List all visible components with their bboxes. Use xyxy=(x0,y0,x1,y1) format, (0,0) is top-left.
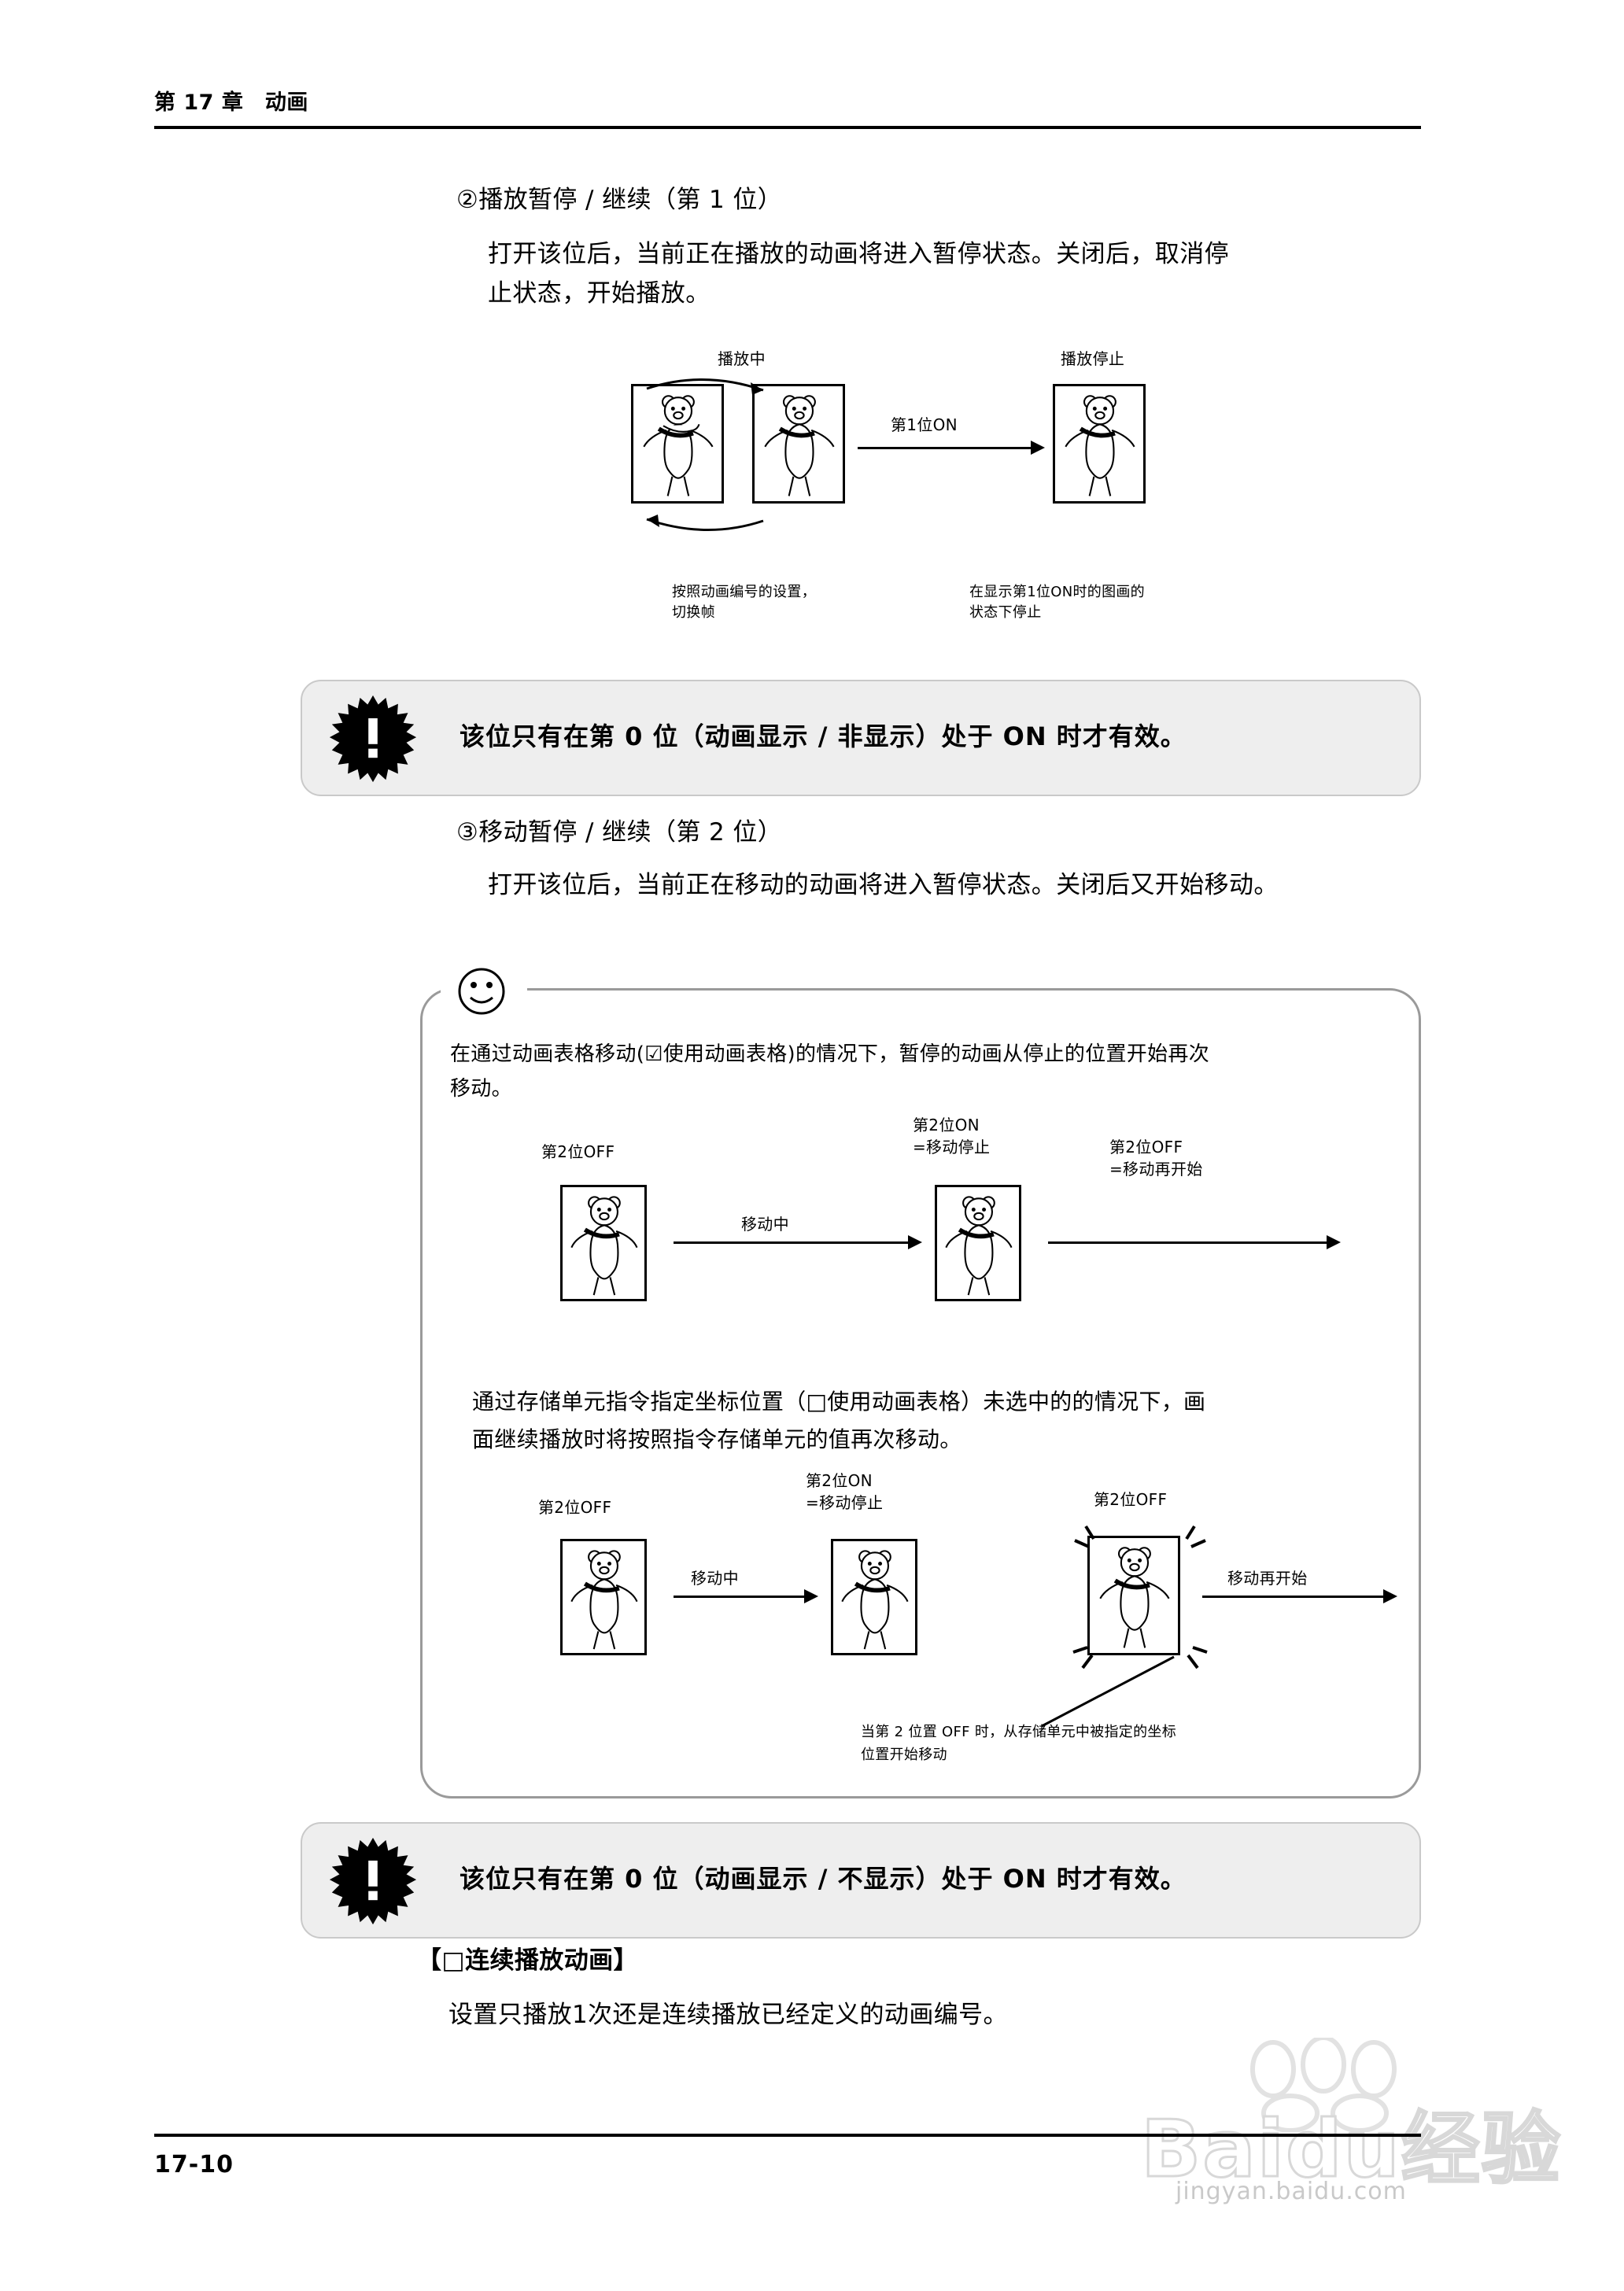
figure2-label-mid-line-2: =移动停止 xyxy=(913,1138,991,1157)
figure3-arrow-head-2 xyxy=(1383,1589,1397,1603)
figure3-label-mid-line-2: =移动停止 xyxy=(806,1493,884,1513)
watermark-sub-text: jingyan.baidu.com xyxy=(1176,2178,1407,2205)
tip-box-gap xyxy=(441,979,527,1002)
tip-paragraph-1: 在通过动画表格移动(☑使用动画表格)的情况下，暂停的动画从停止的位置开始再次 移… xyxy=(450,1037,1402,1106)
header-divider xyxy=(154,126,1421,129)
caution-1-text: 该位只有在第 0 位（动画显示 / 非显示）处于 ON 时才有效。 xyxy=(460,721,1187,751)
caution-box-1: 该位只有在第 0 位（动画显示 / 非显示）处于 ON 时才有效。 xyxy=(301,680,1421,796)
figure2-arrow-head-1 xyxy=(908,1235,922,1249)
tip-paragraph-2-line-1: 通过存储单元指令指定坐标位置（□使用动画表格）未选中的的情况下，画 xyxy=(472,1389,1206,1415)
watermark-main-text: Baidu经验 xyxy=(1140,2102,1562,2197)
figure2-label-mid: 第2位ON =移动停止 xyxy=(913,1114,990,1159)
figure3-spark-marks xyxy=(1072,1525,1208,1669)
figure3-label-mid: 第2位ON =移动停止 xyxy=(806,1470,883,1514)
bear-figure-icon xyxy=(945,1196,1013,1296)
smiley-face-icon xyxy=(458,968,505,1015)
figure3-leader-line xyxy=(1041,1655,1175,1728)
figure1-frame-3 xyxy=(1053,384,1146,504)
figure3-caption-line-1: 当第 2 位置 OFF 时，从存储单元中被指定的坐标 xyxy=(861,1724,1177,1740)
figure3-arrow-label-1: 移动中 xyxy=(691,1569,739,1588)
figure1-arrow-label: 第1位ON xyxy=(891,415,958,434)
figure2-arrow-label: 移动中 xyxy=(741,1215,789,1234)
figure3-label-left: 第2位OFF xyxy=(538,1498,612,1517)
figure1-caption-left-line-2: 切换帧 xyxy=(672,604,715,622)
bear-figure-icon xyxy=(643,395,714,496)
tip-paragraph-1-line-1: 在通过动画表格移动(☑使用动画表格)的情况下，暂停的动画从停止的位置开始再次 xyxy=(450,1042,1209,1066)
figure2-arrow-line-1 xyxy=(674,1241,910,1244)
figure1-caption-left: 按照动画编号的设置， 切换帧 xyxy=(672,582,816,623)
section-3-body: 打开该位后，当前正在移动的动画将进入暂停状态。关闭后又开始移动。 xyxy=(488,865,1432,905)
figure3-caption: 当第 2 位置 OFF 时，从存储单元中被指定的坐标 位置开始移动 xyxy=(861,1721,1176,1767)
figure3-arrow-label-2: 移动再开始 xyxy=(1227,1569,1308,1588)
section-4-body-line-1: 设置只播放1次还是连续播放已经定义的动画编号。 xyxy=(448,2001,1008,2029)
figure3-frame-2 xyxy=(831,1539,917,1655)
bear-figure-icon xyxy=(841,1550,909,1650)
bear-figure-icon xyxy=(1065,395,1135,496)
figure3-label-right: 第2位OFF xyxy=(1094,1490,1168,1509)
figure3-arrow-line-1 xyxy=(674,1596,806,1598)
figure-playback-pause: 播放中 播放停止 xyxy=(598,346,1275,653)
caution-2-text: 该位只有在第 0 位（动画显示 / 不显示）处于 ON 时才有效。 xyxy=(460,1864,1187,1894)
footer-divider xyxy=(154,2134,1421,2137)
section-2-heading: ②播放暂停 / 继续（第 1 位） xyxy=(456,186,783,214)
figure1-loop-arrows xyxy=(646,378,764,532)
figure3-arrow-head-1 xyxy=(804,1589,818,1603)
section-3-heading: ③移动暂停 / 继续（第 2 位） xyxy=(456,818,783,847)
figure3-caption-line-2: 位置开始移动 xyxy=(861,1746,947,1763)
page-header: 第 17 章 动画 xyxy=(154,85,1421,116)
bear-figure-icon xyxy=(764,395,835,496)
bear-figure-icon xyxy=(570,1550,638,1650)
chapter-title: 第 17 章 动画 xyxy=(154,90,308,115)
figure2-label-left: 第2位OFF xyxy=(541,1142,615,1161)
tip-box xyxy=(420,988,1421,1798)
figure-move-pause-table: 第2位OFF 第2位ON =移动停止 第2位OFF =移动再开始 xyxy=(519,1116,1385,1336)
tip-paragraph-2-line-2: 面继续播放时将按照指令存储单元的值再次移动。 xyxy=(472,1426,962,1453)
figure2-arrow-line-2 xyxy=(1048,1241,1328,1244)
figure1-arrow-line xyxy=(858,447,1032,449)
figure2-arrow-head-2 xyxy=(1327,1235,1341,1249)
baidu-rings-icon xyxy=(1250,2038,1397,2132)
figure3-frame-3 xyxy=(1087,1536,1180,1655)
bear-figure-icon xyxy=(1099,1547,1170,1648)
figure1-caption-right-line-2: 状态下停止 xyxy=(969,604,1042,622)
figure2-label-mid-line-1: 第2位ON xyxy=(913,1116,980,1134)
section-2-body: 打开该位后，当前正在播放的动画将进入暂停状态。关闭后，取消停 止状态，开始播放。 xyxy=(488,234,1424,313)
exclamation-burst-icon xyxy=(329,1837,417,1925)
caution-box-2: 该位只有在第 0 位（动画显示 / 不显示）处于 ON 时才有效。 xyxy=(301,1822,1421,1939)
figure-move-pause-memory: 第2位OFF 第2位ON =移动停止 第2位OFF xyxy=(519,1471,1401,1770)
figure1-label-stopped: 播放停止 xyxy=(1061,349,1125,368)
figure2-frame-2 xyxy=(935,1185,1021,1301)
section-2-body-line-2: 止状态，开始播放。 xyxy=(488,279,710,308)
section-2-body-line-1: 打开该位后，当前正在播放的动画将进入暂停状态。关闭后，取消停 xyxy=(488,240,1229,268)
bear-figure-icon xyxy=(570,1196,638,1296)
section-4-heading: 【□连续播放动画】 xyxy=(417,1946,638,1975)
figure1-caption-right-line-1: 在显示第1位ON时的图画的 xyxy=(969,584,1145,600)
figure1-caption-right: 在显示第1位ON时的图画的 状态下停止 xyxy=(969,582,1145,623)
tip-paragraph-2: 通过存储单元指令指定坐标位置（□使用动画表格）未选中的的情况下，画 面继续播放时… xyxy=(472,1383,1401,1459)
section-3-body-line-1: 打开该位后，当前正在移动的动画将进入暂停状态。关闭后又开始移动。 xyxy=(488,871,1279,899)
exclamation-burst-icon xyxy=(329,695,417,783)
figure1-frame-1 xyxy=(631,384,724,504)
figure2-label-right: 第2位OFF =移动再开始 xyxy=(1109,1136,1203,1181)
figure1-frame-2 xyxy=(752,384,845,504)
figure3-frame-1 xyxy=(560,1539,647,1655)
figure2-label-right-line-2: =移动再开始 xyxy=(1109,1160,1203,1179)
figure3-arrow-line-2 xyxy=(1202,1596,1385,1598)
figure1-caption-left-line-1: 按照动画编号的设置， xyxy=(672,584,816,600)
tip-paragraph-1-line-2: 移动。 xyxy=(450,1077,512,1101)
figure1-arrow-head xyxy=(1031,441,1045,455)
figure2-frame-1 xyxy=(560,1185,647,1301)
section-4-body: 设置只播放1次还是连续播放已经定义的动画编号。 xyxy=(448,1995,1393,2035)
page-number: 17-10 xyxy=(154,2151,234,2178)
figure3-label-mid-line-1: 第2位ON xyxy=(806,1471,873,1490)
figure1-label-playing: 播放中 xyxy=(718,349,766,368)
figure2-label-right-line-1: 第2位OFF xyxy=(1109,1138,1183,1157)
